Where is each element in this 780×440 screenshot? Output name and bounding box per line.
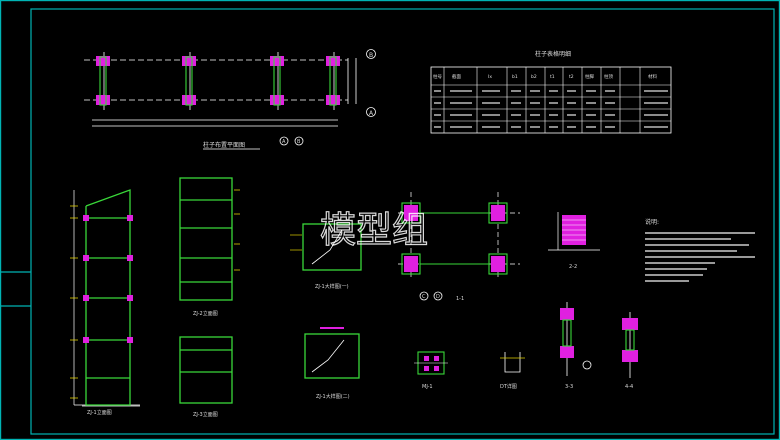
plan-axis-bubble-b: B — [297, 139, 301, 145]
frame1-title: ZJ-1大样图(一) — [315, 283, 349, 290]
sec33-title: 3-3 — [565, 384, 573, 390]
sec22-title: 2-2 — [569, 264, 577, 270]
th-t1: t1 — [550, 74, 555, 80]
sec11-axis-c: C — [422, 294, 426, 300]
th-material: 材料 — [648, 73, 657, 80]
th-top: 柱顶 — [604, 73, 613, 80]
axis-bubble-b: B — [369, 52, 373, 59]
th-ix: Ix — [488, 74, 492, 80]
th-col-id: 柱号 — [433, 73, 442, 80]
th-t2: t2 — [569, 74, 574, 80]
elev3-title: ZJ-3立面图 — [193, 411, 218, 418]
plan-axis-bubble-a: A — [282, 139, 286, 145]
th-b2: b2 — [531, 74, 537, 80]
sec11-axis-d: D — [436, 294, 440, 300]
column-plan-view: B A 柱子布置平面图 A B — [84, 49, 376, 150]
th-section: 截面 — [452, 73, 461, 80]
table-cell-marks — [434, 90, 668, 128]
th-b1: b1 — [512, 74, 518, 80]
elev2-title: ZJ-2立面图 — [193, 310, 218, 317]
elevation-zj1: ZJ-1立面图 — [70, 189, 140, 416]
section-2-2: 2-2 — [548, 212, 600, 270]
th-base: 柱脚 — [585, 73, 594, 80]
frame-detail-2: ZJ-1大样图(二) — [304, 327, 360, 400]
table-title: 柱子表格明细 — [535, 50, 571, 58]
elevation-zj3: ZJ-3立面图 — [179, 336, 233, 418]
notes-title: 说明: — [645, 218, 659, 226]
column-schedule-table: 柱子表格明细 柱号 截面 Ix b1 b2 t1 t2 柱脚 — [430, 50, 672, 134]
plan-view-title: 柱子布置平面图 — [203, 141, 245, 149]
section-3-3: 3-3 — [560, 302, 592, 390]
elev1-title: ZJ-1立面图 — [87, 409, 112, 416]
dt-detail: DT详图 — [500, 352, 525, 390]
axis-bubble-a: A — [369, 110, 374, 117]
section-1-1: C D 1-1 — [398, 192, 520, 302]
dt-detail-title: DT详图 — [500, 383, 517, 390]
elevation-zj2: ZJ-2立面图 — [179, 177, 240, 317]
watermark-text: 模型组 — [320, 210, 428, 251]
bolt-detail: MJ-1 — [414, 351, 448, 390]
bolt-title: MJ-1 — [422, 384, 433, 390]
general-notes: 说明: — [645, 218, 755, 282]
frame-detail-1: ZJ-1大样图(一) — [290, 223, 362, 290]
sec44-title: 4-4 — [625, 384, 633, 390]
section-4-4: 4-4 — [622, 312, 638, 390]
sec11-title: 1-1 — [456, 296, 464, 302]
frame2-title: ZJ-1大样图(二) — [316, 393, 350, 400]
